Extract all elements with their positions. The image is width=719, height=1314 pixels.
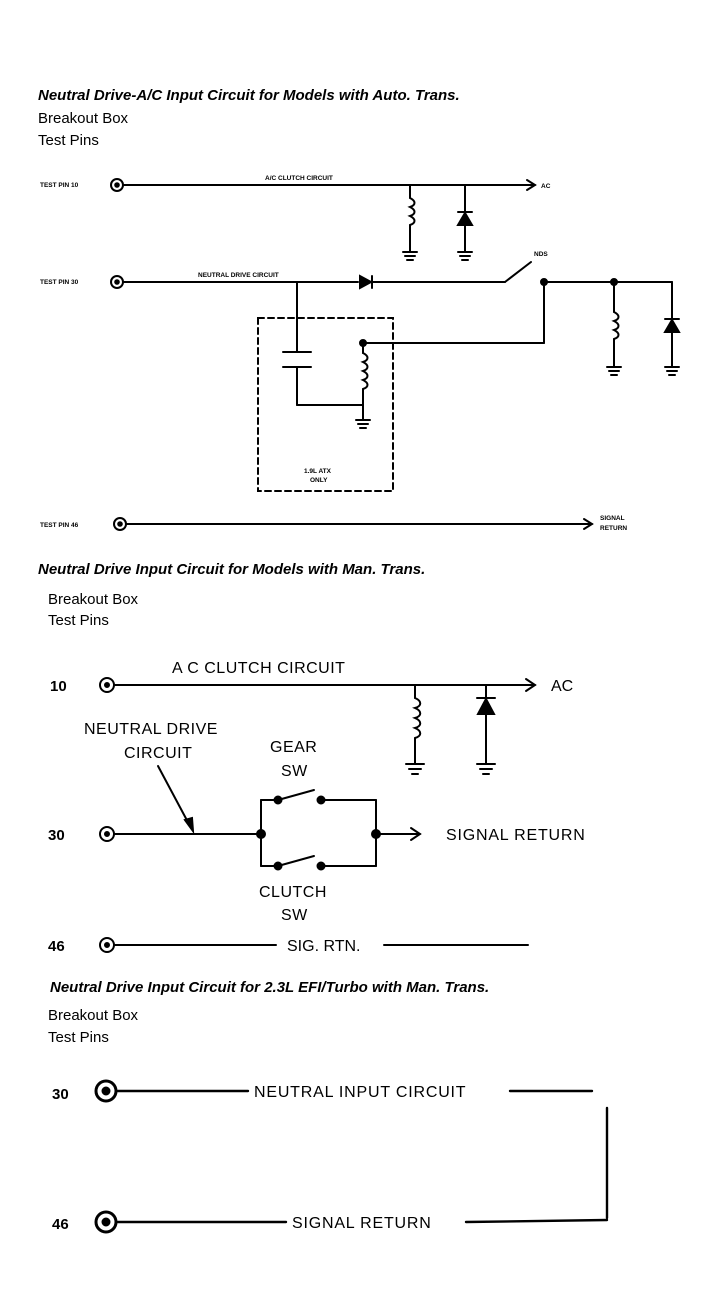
section3-sub2: Test Pins: [48, 1029, 109, 1046]
label-atx-line1: 1.9L ATX: [304, 468, 332, 475]
diode-2: [359, 274, 374, 290]
label-nds: NDS: [534, 251, 548, 258]
label-pin-30b: 30: [52, 1086, 69, 1103]
section3-sub1: Breakout Box: [48, 1007, 139, 1024]
label-test-pin-30: TEST PIN 30: [40, 279, 79, 286]
label-signal-line1: SIGNAL: [600, 515, 625, 522]
section2-title: Neutral Drive Input Circuit for Models w…: [38, 561, 426, 578]
label-pin-30: 30: [48, 827, 65, 844]
coil-1: [407, 197, 416, 226]
label-signal-line2: RETURN: [600, 525, 627, 532]
label-neutral-drive-circuit: NEUTRAL DRIVE CIRCUIT: [198, 272, 279, 279]
section3-diagram: [94, 1079, 609, 1234]
label-pin-46b: 46: [52, 1216, 69, 1233]
ground-symbol: [405, 763, 425, 775]
section2-sub1: Breakout Box: [48, 591, 139, 608]
ground-symbol: [402, 251, 418, 261]
section2-sub2: Test Pins: [48, 612, 109, 629]
label-neutral-input-circuit: NEUTRAL INPUT CIRCUIT: [254, 1084, 466, 1101]
label-pin-10: 10: [50, 678, 67, 695]
label-ac: AC: [541, 183, 551, 190]
label-signal-return-2: SIGNAL RETURN: [446, 827, 586, 844]
section1-sub1: Breakout Box: [38, 110, 129, 127]
label-gear-line1: GEAR: [270, 739, 317, 756]
coil-2: [611, 311, 620, 340]
gear-switch: [277, 789, 315, 801]
label-sig-rtn: SIG. RTN.: [287, 938, 361, 955]
label-pin-46: 46: [48, 938, 65, 955]
coil-3: [360, 352, 369, 390]
atx-only-box: [257, 317, 394, 492]
ground-symbol: [606, 366, 622, 376]
label-test-pin-10: TEST PIN 10: [40, 182, 79, 189]
ground-symbol: [476, 763, 496, 775]
nds-switch: [504, 261, 532, 283]
label-ac-clutch-circuit-2: A C CLUTCH CIRCUIT: [172, 660, 345, 677]
label-clutch-line2: SW: [281, 907, 308, 924]
diode-3: [663, 318, 681, 333]
label-signal-return-3: SIGNAL RETURN: [292, 1215, 432, 1232]
ground-symbol: [457, 251, 473, 261]
section1-title: Neutral Drive-A/C Input Circuit for Mode…: [38, 87, 460, 104]
clutch-switch: [277, 855, 315, 867]
label-test-pin-46: TEST PIN 46: [40, 522, 79, 529]
label-gear-line2: SW: [281, 763, 308, 780]
diode-4: [476, 696, 496, 715]
diode-1: [456, 211, 474, 226]
section3-title: Neutral Drive Input Circuit for 2.3L EFI…: [50, 979, 490, 996]
label-clutch-line1: CLUTCH: [259, 884, 327, 901]
label-ac-clutch-circuit: A/C CLUTCH CIRCUIT: [265, 175, 333, 182]
neutral-drive-pointer: [157, 765, 191, 827]
label-neutral-line2: CIRCUIT: [124, 745, 192, 762]
label-ac-2: AC: [551, 678, 573, 695]
capacitor: [282, 351, 312, 368]
ground-symbol: [355, 419, 371, 429]
coil-4: [412, 697, 422, 739]
section1-diagram: [110, 178, 681, 531]
label-atx-line2: ONLY: [310, 477, 328, 484]
ground-symbol: [664, 366, 680, 376]
section1-sub2: Test Pins: [38, 132, 99, 149]
section2-diagram: [99, 677, 537, 953]
label-neutral-line1: NEUTRAL DRIVE: [84, 721, 218, 738]
